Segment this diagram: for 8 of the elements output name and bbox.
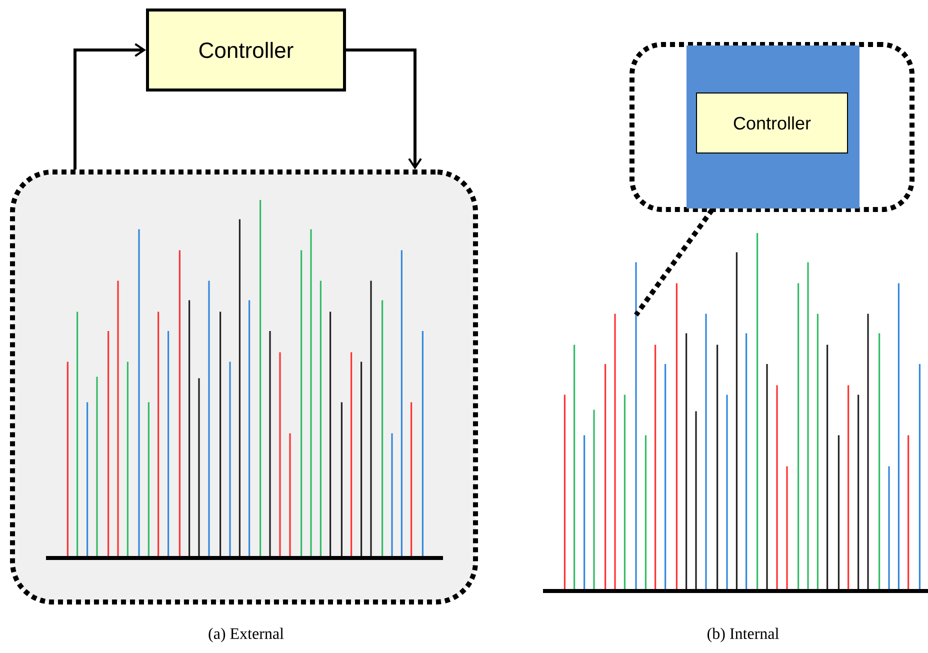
controller-box: Controller xyxy=(146,8,346,92)
controller-box: Controller xyxy=(696,92,848,154)
caption: (a) External xyxy=(208,628,284,642)
caption: (b) Internal xyxy=(708,628,779,642)
leader-line xyxy=(634,208,714,316)
system-panel xyxy=(10,170,478,604)
arrow xyxy=(74,43,146,170)
arrow xyxy=(346,48,422,170)
